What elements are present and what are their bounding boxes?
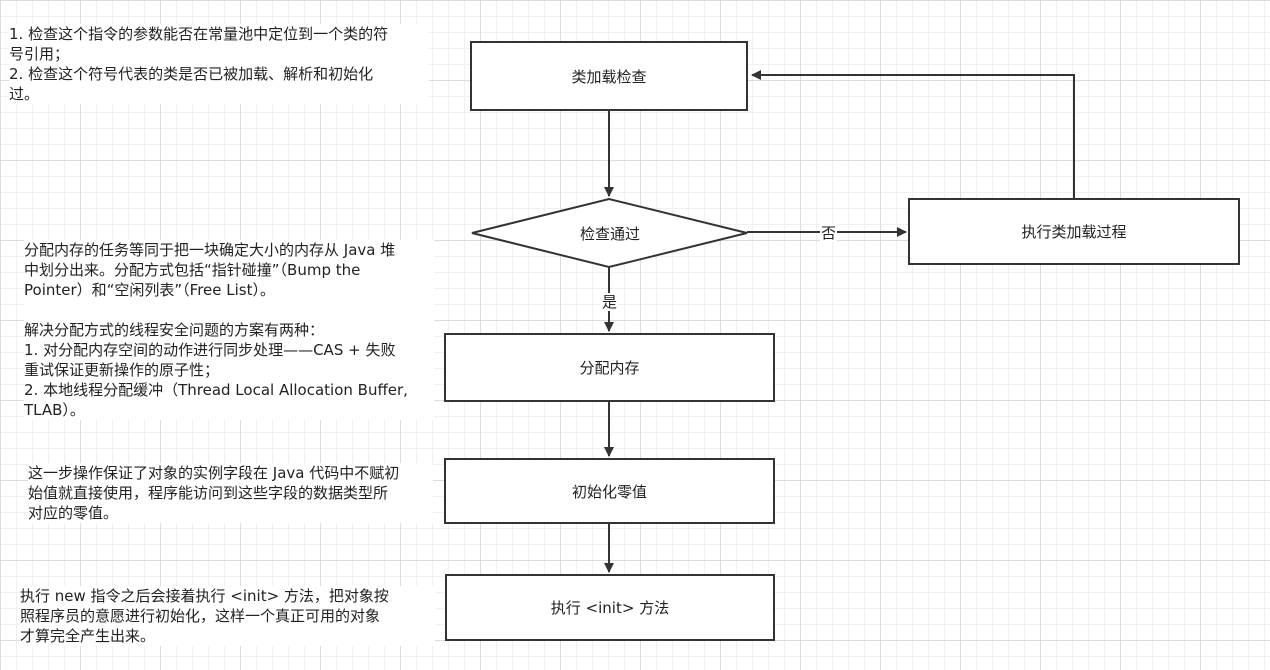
- note-allocate-memory: 分配内存的任务等同于把一块确定大小的内存从 Java 堆 中划分出来。分配方式包…: [24, 240, 434, 420]
- exec-init-method-node: 执行 <init> 方法: [445, 574, 775, 641]
- edge-label-no: 否: [820, 224, 838, 242]
- edge-label-yes: 是: [601, 293, 619, 311]
- check-pass-node: 检查通过: [579, 224, 640, 243]
- note-init-zero-value: 这一步操作保证了对象的实例字段在 Java 代码中不赋初 始值就直接使用，程序能…: [28, 463, 433, 523]
- note-class-check: 1. 检查这个指令的参数能否在常量池中定位到一个类的符 号引用； 2. 检查这个…: [9, 24, 429, 104]
- exec-class-loading-node: 执行类加载过程: [908, 198, 1240, 265]
- note-exec-init-method: 执行 new 指令之后会接着执行 <init> 方法，把对象按 照程序员的意愿进…: [20, 586, 435, 646]
- class-check-node: 类加载检查: [470, 41, 748, 111]
- init-zero-value-node: 初始化零值: [444, 458, 775, 524]
- edge-execloading-to-classcheck: [751, 70, 1075, 198]
- allocate-memory-node: 分配内存: [444, 333, 775, 402]
